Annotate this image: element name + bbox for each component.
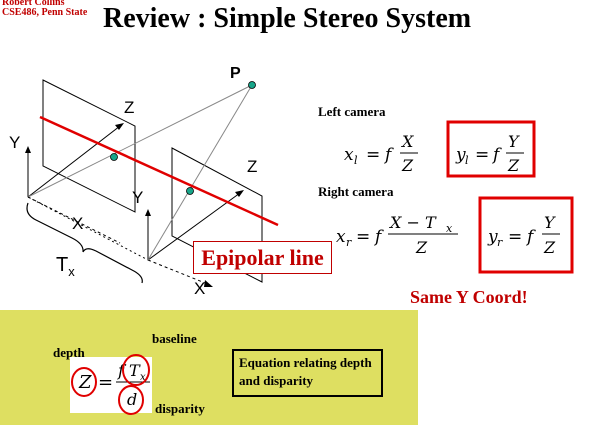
disparity-label: disparity xyxy=(155,401,205,416)
left-z-arrow xyxy=(115,123,124,130)
right-y-f: f xyxy=(525,227,536,247)
left-y-lhs-sub: l xyxy=(465,154,469,167)
depth-circle xyxy=(71,367,97,397)
right-z-label: Z xyxy=(247,157,257,176)
left-x-lhs: x xyxy=(344,145,354,165)
right-y-arrow xyxy=(145,209,151,216)
left-y-num: Y xyxy=(508,132,520,151)
svg-text:=: = xyxy=(508,227,522,247)
depth-label: depth xyxy=(53,345,85,360)
left-projection-point xyxy=(110,153,118,161)
epipolar-line xyxy=(39,115,279,227)
left-y-lhs: y xyxy=(455,145,466,165)
svg-text:=: = xyxy=(366,145,380,165)
same-y-coord-note: Same Y Coord! xyxy=(410,287,528,307)
right-y-lhs-sub: r xyxy=(497,236,503,249)
right-camera-label: Right camera xyxy=(318,184,394,199)
right-x-axis xyxy=(147,259,211,286)
point-p-label: P xyxy=(230,65,241,82)
equation-note-box: Equation relating depth and disparity xyxy=(232,349,383,397)
right-z-arrow xyxy=(235,190,244,197)
right-projection-point xyxy=(186,187,194,195)
left-z-label: Z xyxy=(124,98,134,117)
left-x-label: X xyxy=(72,214,83,233)
right-y-den: Z xyxy=(543,238,556,257)
right-y-num: Y xyxy=(544,213,556,232)
slide-title: Review : Simple Stereo System xyxy=(103,3,472,34)
baseline-connector xyxy=(27,196,149,261)
right-x-f: f xyxy=(373,227,384,247)
right-x-arrow xyxy=(204,280,213,287)
svg-text:=: = xyxy=(356,227,370,247)
epipolar-line-label: Epipolar line xyxy=(193,241,332,274)
author-name: Robert Collins xyxy=(2,0,65,8)
left-y-f: f xyxy=(491,145,502,165)
left-camera-label: Left camera xyxy=(318,104,386,119)
depth-disparity-panel xyxy=(0,310,418,425)
left-camera-equations: x l = f X Z y l = f Y Z xyxy=(344,120,536,178)
baseline-brace xyxy=(26,202,143,284)
svg-text:=: = xyxy=(98,372,113,393)
left-y-den: Z xyxy=(507,156,520,175)
right-image-plane xyxy=(171,147,263,283)
left-y-eq-box xyxy=(446,120,536,178)
formula-num-t: T xyxy=(129,361,141,380)
formula-num-t-sub: x xyxy=(140,372,146,383)
equation-note-text: Equation relating depth and disparity xyxy=(239,355,372,388)
right-x-num: X − T xyxy=(388,213,437,232)
disparity-circle xyxy=(118,385,144,415)
course-name: CSE486, Penn State xyxy=(2,7,88,18)
right-x-label: X xyxy=(194,279,205,298)
left-to-p-line xyxy=(27,84,253,198)
right-x-num-sub: x xyxy=(446,222,453,235)
left-x-f: f xyxy=(383,145,394,165)
right-y-eq-box xyxy=(478,196,574,274)
right-x-lhs: x xyxy=(336,227,346,247)
right-y-label: Y xyxy=(132,188,143,207)
baseline-label: baseline xyxy=(152,331,197,346)
right-to-p-line xyxy=(147,84,253,261)
left-z-axis xyxy=(27,125,121,198)
formula-lhs: Z xyxy=(78,372,92,393)
left-x-axis xyxy=(27,196,121,244)
left-y-label: Y xyxy=(9,133,20,152)
formula-den: d xyxy=(127,390,137,409)
baseline-tx-label: Tx xyxy=(56,254,75,279)
baseline-circle xyxy=(122,354,150,386)
right-z-axis xyxy=(147,192,241,261)
right-x-lhs-sub: r xyxy=(346,236,352,249)
svg-text:=: = xyxy=(475,145,489,165)
right-y-lhs: y xyxy=(487,227,498,247)
left-x-lhs-sub: l xyxy=(354,154,358,167)
left-x-den: Z xyxy=(401,156,414,175)
formula-num-f: f xyxy=(117,361,127,380)
left-image-plane xyxy=(42,79,136,213)
right-x-den: Z xyxy=(415,238,428,257)
left-y-arrow xyxy=(25,146,31,153)
left-x-num: X xyxy=(400,132,414,151)
right-camera-equations: x r = f X − T x Z y r = f Y Z xyxy=(336,196,574,274)
world-point-p xyxy=(248,81,256,89)
header-author-course: Robert Collins CSE486, Penn State xyxy=(2,0,87,18)
depth-formula: Z = f T x d xyxy=(71,354,150,415)
